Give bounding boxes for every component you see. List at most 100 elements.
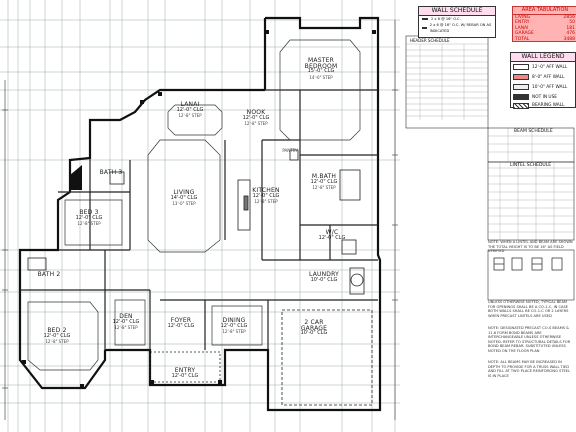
room-ceiling: 12'-0" CLG xyxy=(310,178,338,185)
room-name: W/C xyxy=(325,229,339,236)
area-label: LANAI xyxy=(515,25,529,31)
area-label: ENTRY xyxy=(515,20,530,26)
room-ceiling: 12'-0" CLG xyxy=(176,106,204,113)
legend-label: 8'-0" AFF WALL xyxy=(532,74,565,80)
room-name: GARAGE xyxy=(300,324,328,332)
room-step: 12'-8" STEP xyxy=(114,325,138,330)
room-nook: NOOK 12'-0" CLG 12'-8" STEP xyxy=(238,110,274,127)
room-ceiling: 10'-0" CLG xyxy=(300,330,328,336)
legend-swatch xyxy=(513,84,529,90)
room-ceiling: 12'-0" CLG xyxy=(167,322,195,329)
wall-legend-title: WALL LEGEND xyxy=(511,53,575,62)
room-name: MASTER xyxy=(308,57,334,64)
area-value: 2856 xyxy=(563,15,575,20)
room-name: LANAI xyxy=(180,101,200,108)
room-master-bedroom: MASTER BEDROOM 15'-0" CLG 14'-0" STEP xyxy=(296,58,346,80)
room-master-bath: M.BATH 12'-0" CLG 12'-8" STEP xyxy=(304,174,344,191)
wall-schedule-title: WALL SCHEDULE xyxy=(419,7,495,16)
schedule-rules xyxy=(406,43,574,240)
area-value: 181 xyxy=(566,25,575,31)
header-schedule-title: HEADER SCHEDULE xyxy=(410,38,450,43)
room-kitchen: KITCHEN 12'-0" CLG 12'-8" STEP xyxy=(246,188,286,205)
legend-swatch xyxy=(513,64,529,70)
wall-schedule-text: 2 x 6 @ 16" O.C. W/ REBAR ON AS INDICATE… xyxy=(429,23,492,33)
area-row: LIVING 2856 xyxy=(513,15,576,20)
note-typical-beam: UNLESS OTHERWISE NOTED, TYPICAL BEAM FOR… xyxy=(488,300,569,318)
room-step: 12'-8" STEP xyxy=(222,329,246,334)
dimension-lines xyxy=(2,20,398,420)
room-ceiling: 10'-0" CLG xyxy=(310,276,338,283)
wall-schedule-row: 2 x 6 @ 16" O.C. W/ REBAR ON AS INDICATE… xyxy=(419,22,495,34)
room-name: BED 3 xyxy=(79,209,99,216)
legend-row: 10'-0" AFF WALL xyxy=(511,82,575,92)
room-bed-2: BED 2 12'-0" CLG 12'-8" STEP xyxy=(34,328,80,345)
room-laundry: LAUNDRY 10'-0" CLG xyxy=(302,272,346,283)
room-living: LIVING 14'-0" CLG 13'-0" STEP xyxy=(162,190,206,207)
room-pantry: PANTRY xyxy=(280,148,300,154)
room-name: ENTRY xyxy=(174,367,196,374)
room-wc: W/C 12'-0" CLG xyxy=(318,230,346,241)
room-ceiling: 12'-0" CLG xyxy=(112,318,140,325)
room-step: 12'-8" STEP xyxy=(312,185,336,190)
area-label: LIVING xyxy=(515,15,531,20)
room-name: BED 2 xyxy=(47,327,67,334)
room-step: 12'-8" STEP xyxy=(254,199,278,204)
room-ceiling: 12'-0" CLG xyxy=(171,372,199,379)
legend-row: BEARING WALL xyxy=(511,102,575,109)
area-value: 476 xyxy=(566,31,575,37)
interior-walls xyxy=(20,89,378,350)
room-ceiling: 14'-0" CLG xyxy=(170,194,198,201)
room-ceiling: 12'-0" CLG xyxy=(220,322,248,329)
room-dining: DINING 12'-0" CLG 12'-8" STEP xyxy=(214,318,254,335)
room-name: DEN xyxy=(119,313,133,320)
legend-row: 8'-0" AFF WALL xyxy=(511,72,575,82)
room-name: PANTRY xyxy=(282,148,298,153)
room-name: LAUNDRY xyxy=(309,271,339,278)
room-name: BATH 2 xyxy=(37,271,61,278)
room-name: BEDROOM xyxy=(304,62,338,70)
legend-label: BEARING WALL xyxy=(532,103,565,108)
area-value: 3488 xyxy=(563,36,575,42)
room-name: LIVING xyxy=(173,189,195,196)
room-bath-3: BATH 3 xyxy=(96,170,126,176)
room-name: KITCHEN xyxy=(252,187,280,194)
wall-schedule-row: 2 x 6 @ 16" O.C. xyxy=(419,16,495,22)
room-bed-3: BED 3 12'-0" CLG 12'-8" STEP xyxy=(66,210,112,227)
room-step: 12'-8" STEP xyxy=(178,113,202,118)
legend-swatch xyxy=(513,102,529,109)
room-step: 12'-8" STEP xyxy=(244,121,268,126)
ceiling-trays xyxy=(27,39,361,371)
room-ceiling: 12'-0" CLG xyxy=(242,114,270,121)
room-name: NOOK xyxy=(246,109,266,116)
wall-legend: WALL LEGEND 12'-0" AFF WALL 8'-0" AFF WA… xyxy=(510,52,576,109)
room-step: 12'-8" STEP xyxy=(77,221,101,226)
wall-schedule: WALL SCHEDULE 2 x 6 @ 16" O.C. 2 x 6 @ 1… xyxy=(418,6,496,38)
room-ceiling: 15'-0" CLG xyxy=(307,68,335,74)
note-beam-depth: NOTE: ALL BEAMS MAY BE INCREASED IN DEPT… xyxy=(488,360,571,378)
room-entry: ENTRY 12'-0" CLG xyxy=(166,368,204,379)
note-precast-beams: NOTE: DESIGNATED PRECAST CO-S BEAMS & 11… xyxy=(488,326,571,353)
room-garage: 2 CAR GARAGE 10'-0" CLG xyxy=(292,320,336,337)
legend-swatch xyxy=(513,94,529,100)
room-name: BATH 3 xyxy=(99,169,123,176)
fixtures xyxy=(27,149,373,406)
legend-label: 10'-0" AFF WALL xyxy=(532,84,568,90)
area-value: 50 xyxy=(569,20,575,26)
room-ceiling: 12'-0" CLG xyxy=(252,192,280,199)
room-name: FOYER xyxy=(170,317,192,324)
room-name: 2 CAR xyxy=(304,319,324,326)
beam-schedule-title: BEAM SCHEDULE xyxy=(514,129,553,134)
room-lanai: LANAI 12'-0" CLG 12'-8" STEP xyxy=(170,102,210,119)
legend-label: NOT IN USE xyxy=(532,94,558,100)
legend-swatch xyxy=(513,74,529,80)
room-step: 14'-0" STEP xyxy=(309,74,333,80)
lintel-details xyxy=(493,257,563,271)
legend-row: NOT IN USE xyxy=(511,92,575,102)
room-step: 13'-0" STEP xyxy=(172,201,196,206)
lintel-schedule-title: LINTEL SCHEDULE xyxy=(510,163,552,168)
legend-label: 12'-0" AFF WALL xyxy=(532,64,568,70)
